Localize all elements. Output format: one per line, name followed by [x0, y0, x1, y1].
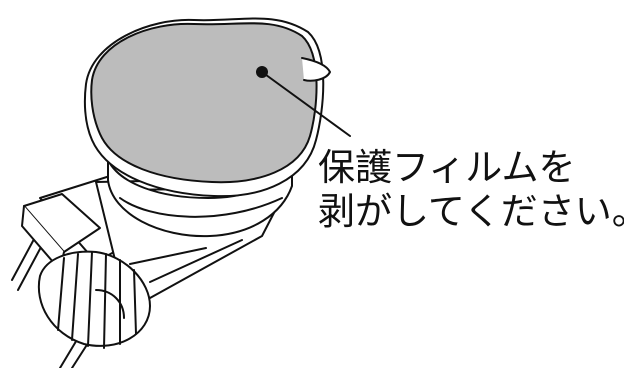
knob-ridge	[57, 257, 65, 331]
instruction-line-2: 剥がしてください。	[318, 190, 624, 233]
knob-ridge	[103, 253, 107, 349]
instruction-text: 保護フィルムを 剥がしてください。	[318, 146, 624, 234]
protective-film	[90, 22, 318, 184]
arm-detail	[149, 239, 243, 283]
knob-face	[95, 289, 125, 319]
knob-ridge	[71, 253, 79, 341]
cup-base-line	[119, 197, 283, 218]
leader-line	[261, 71, 351, 137]
instruction-line-1: 保護フィルムを	[318, 146, 576, 189]
knob-ridge	[133, 269, 137, 335]
cable-line	[59, 337, 79, 368]
knob-ridge	[87, 251, 93, 347]
release-tab	[301, 57, 331, 82]
arm-detail	[129, 247, 207, 265]
leader-dot	[256, 66, 268, 78]
